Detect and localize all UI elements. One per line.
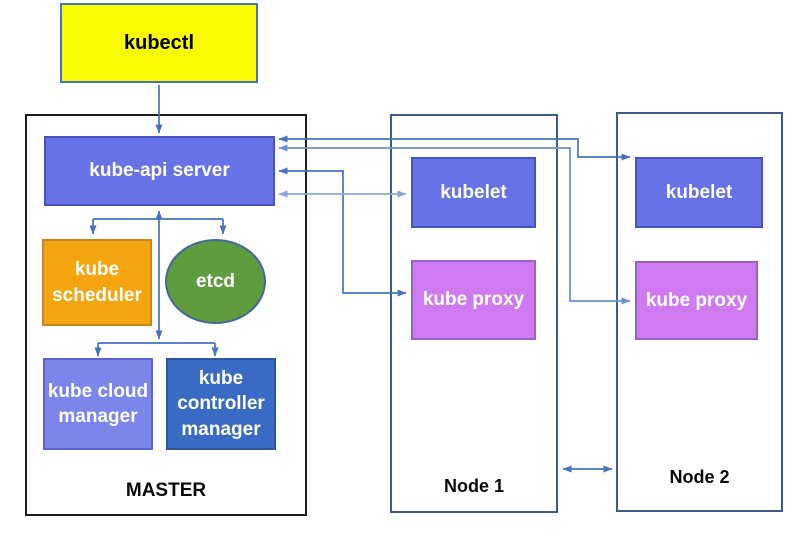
node1-kubelet-label: kubelet [440, 181, 507, 203]
node1-label: Node 1 [443, 476, 504, 496]
node2-kubelet-label: kubelet [665, 181, 733, 203]
node1-container: Node 1 [390, 114, 558, 513]
node2-kube-proxy-label: kube proxy [645, 289, 748, 311]
etcd-ellipse: etcd [165, 239, 266, 324]
kubectl-box: kubectl [60, 3, 258, 83]
kube-scheduler-label: kube scheduler [52, 259, 142, 306]
node1-kubelet-box: kubelet [411, 157, 536, 228]
node2-container: Node 2 [616, 112, 783, 512]
node2-kube-proxy-box: kube proxy [635, 261, 758, 340]
etcd-label: etcd [195, 270, 236, 292]
node1-kube-proxy-label: kube proxy [422, 289, 525, 311]
node2-label: Node 2 [669, 467, 730, 487]
kube-api-server-box: kube-api server [44, 136, 275, 206]
master-label: MASTER [125, 480, 207, 501]
kube-controller-manager-label: kube controller manager [177, 368, 265, 440]
kubectl-label: kubectl [123, 31, 195, 54]
kube-controller-manager-box: kube controller manager [166, 358, 276, 450]
node2-kubelet-box: kubelet [635, 157, 763, 228]
kube-api-server-label: kube-api server [89, 160, 230, 182]
kube-scheduler-box: kube scheduler [42, 239, 152, 326]
kube-cloud-manager-box: kube cloud manager [43, 358, 153, 450]
kube-cloud-manager-label: kube cloud manager [47, 380, 149, 427]
node1-kube-proxy-box: kube proxy [411, 260, 536, 340]
master-container: MASTER [25, 114, 307, 516]
